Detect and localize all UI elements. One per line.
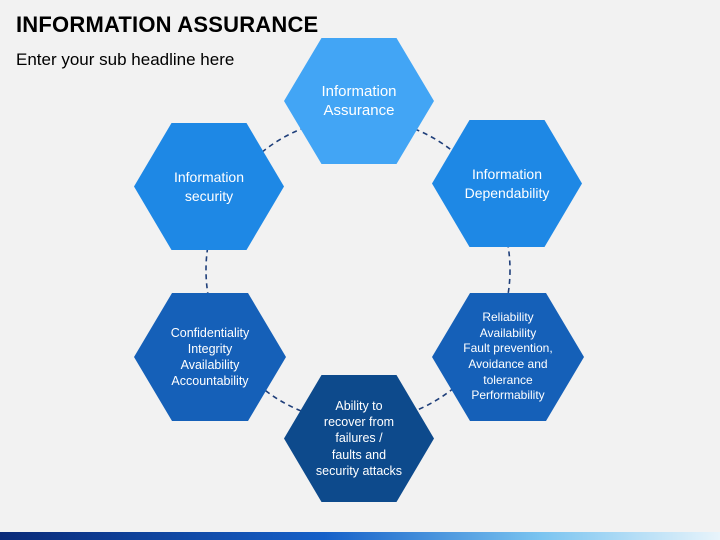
hex-label: Information [471,166,543,183]
hex-label: Dependability [464,184,550,201]
hex-confidentiality-list: Confidentiality Integrity Availability A… [134,293,286,421]
hex-label: Availability [180,358,240,372]
hex-label: tolerance [483,372,533,387]
hex-label: faults and [331,447,387,462]
hex-information-dependability: Information Dependability [432,120,582,247]
hex-label: failures / [335,431,383,446]
page-subtitle: Enter your sub headline here [16,50,235,69]
hex-label: Assurance [323,102,395,119]
hex-label: Ability to [335,398,383,413]
hex-label: Accountability [171,374,249,389]
hex-label: Performability [471,388,545,403]
hex-information-assurance: Information Assurance [284,38,434,164]
hex-information-security: Information security [134,123,284,250]
hex-label: recover from [323,415,395,430]
hex-label: Availability [479,325,537,340]
hex-label: security attacks [315,463,403,478]
bottom-gradient-bar [0,532,720,540]
hex-label: security [184,187,234,204]
hex-label: Reliability [482,310,534,325]
hex-label: Information [321,82,397,100]
hex-label: Fault prevention, [463,341,553,356]
hex-label: Information [173,169,245,186]
page-title: INFORMATION ASSURANCE [16,12,319,37]
hex-label: Confidentiality [170,325,250,340]
hex-label: Avoidance and [468,357,548,371]
hex-label: Integrity [187,341,233,356]
